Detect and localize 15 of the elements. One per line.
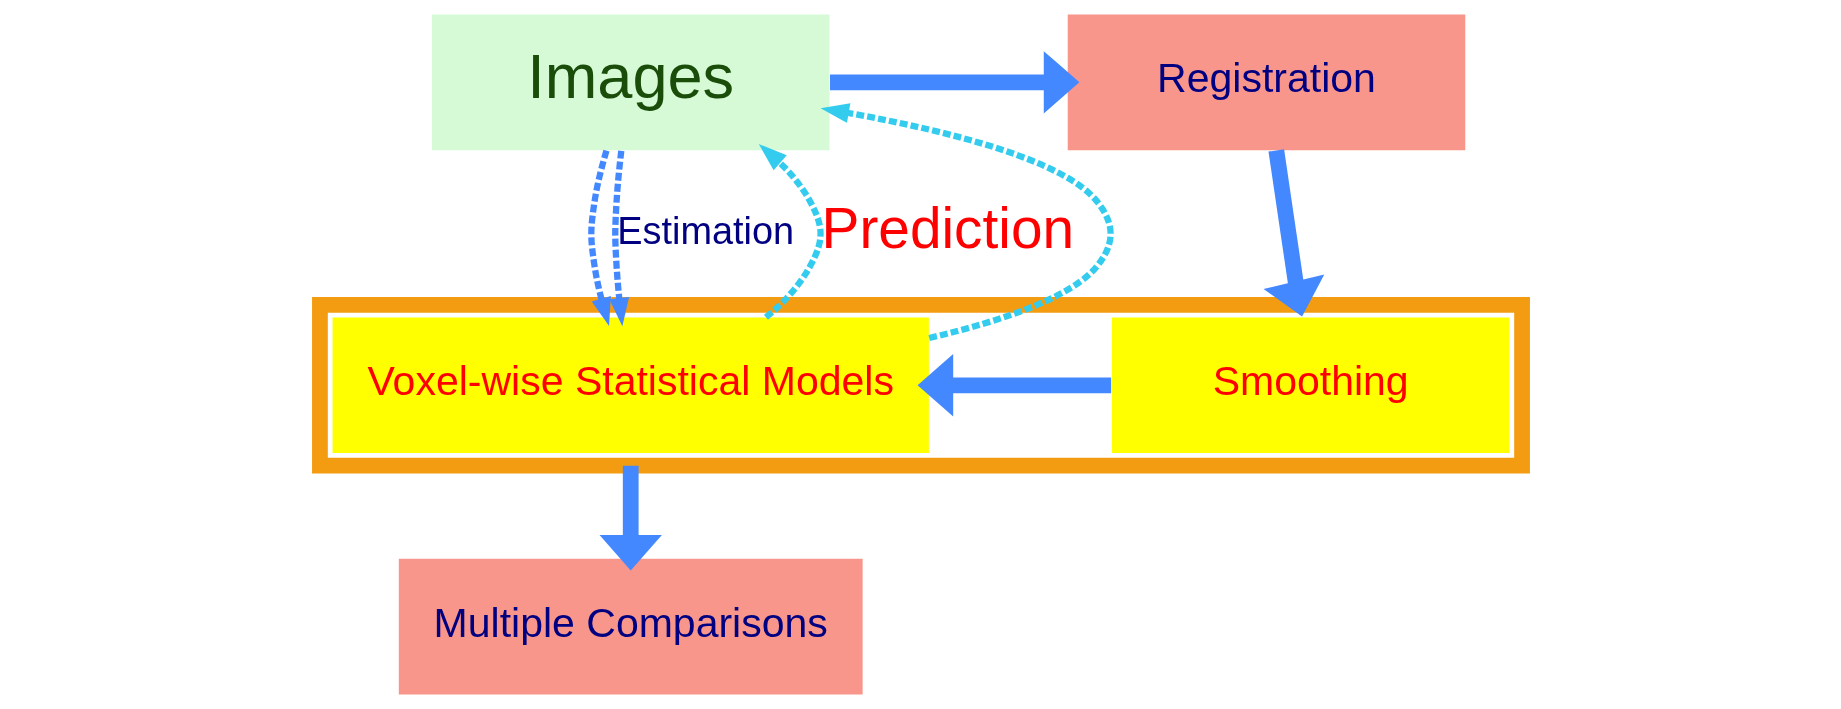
arrow	[829, 51, 1079, 114]
arrow	[1263, 149, 1324, 317]
arrow	[917, 354, 1111, 417]
node-box: Images	[431, 14, 829, 151]
node-box: Registration	[1067, 14, 1465, 151]
node-box: Voxel-wise Statistical Models	[332, 317, 929, 454]
arrow	[608, 150, 629, 327]
edge-label: Estimation	[616, 209, 794, 252]
arrow	[820, 103, 1114, 342]
node-box: Multiple Comparisons	[398, 558, 863, 695]
arrow	[599, 465, 662, 571]
node-box: Smoothing	[1111, 317, 1509, 454]
arrow	[587, 149, 611, 327]
edge-label: Prediction	[821, 196, 1074, 260]
arrow	[758, 144, 824, 320]
